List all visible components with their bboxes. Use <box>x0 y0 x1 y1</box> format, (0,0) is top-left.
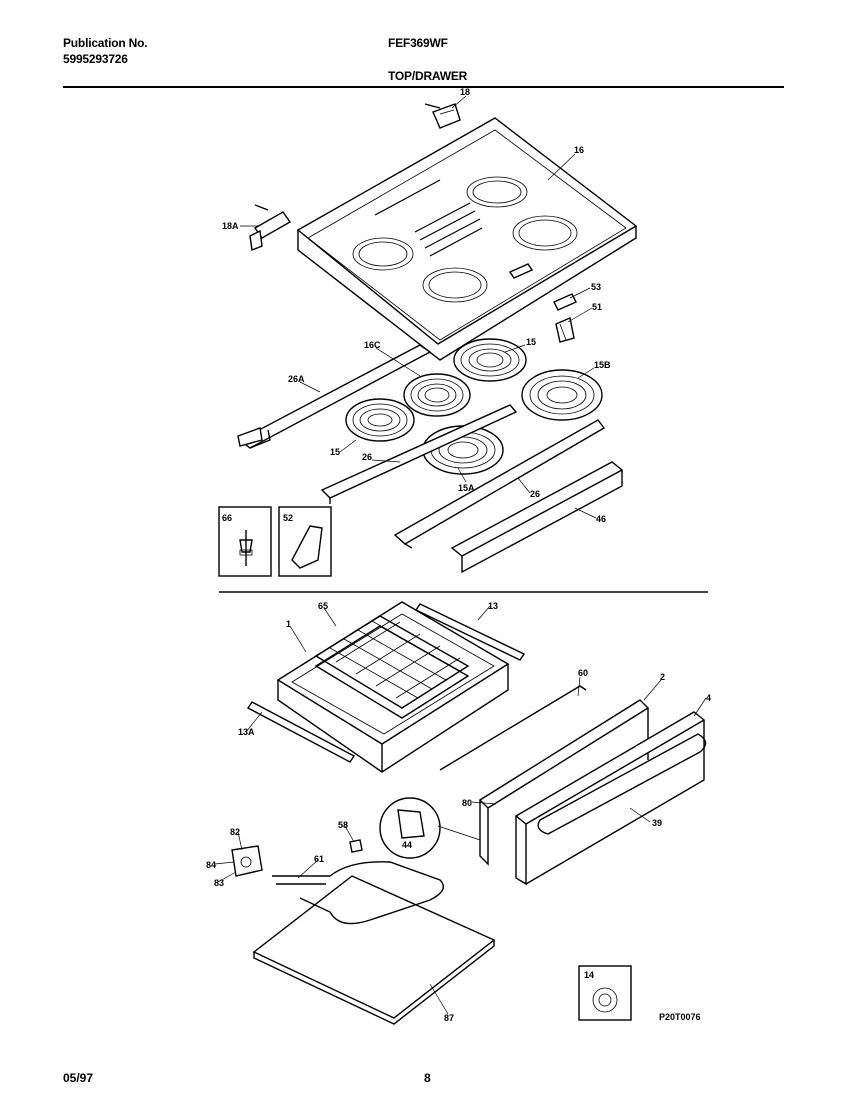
callout-26a: 26A <box>288 374 305 384</box>
footer-date: 05/97 <box>63 1071 94 1085</box>
clip-parts <box>553 293 577 343</box>
surface-element-15b <box>521 369 603 421</box>
callout-26-right: 26 <box>530 489 540 499</box>
broiler-pan <box>252 875 496 1025</box>
callout-14: 14 <box>584 970 594 980</box>
diagram-code: P20T0076 <box>659 1012 701 1022</box>
leader-lines <box>214 95 707 1015</box>
callout-84: 84 <box>206 860 216 870</box>
callout-87: 87 <box>444 1013 454 1023</box>
callout-4: 4 <box>706 693 711 703</box>
callout-26-left: 26 <box>362 452 372 462</box>
callout-58: 58 <box>338 820 348 830</box>
callout-labels: 18 16 18A 53 51 16C 15 15B 26A 15 26 15A… <box>206 87 711 1023</box>
surface-element-15-front <box>345 398 415 442</box>
drawer-handle <box>537 733 707 835</box>
drawer-body <box>276 601 510 773</box>
footer-page-number: 8 <box>424 1071 431 1085</box>
callout-65: 65 <box>318 601 328 611</box>
callout-15-top: 15 <box>526 337 536 347</box>
hinge-bracket-top <box>424 103 461 129</box>
support-rail-rear <box>393 419 606 549</box>
front-trim <box>450 461 624 574</box>
callout-61: 61 <box>314 854 324 864</box>
inset-circle-44 <box>379 797 481 859</box>
drawer-rail-left <box>246 701 356 763</box>
callout-52: 52 <box>283 513 293 523</box>
model-number: FEF369WF <box>388 36 448 50</box>
surface-element-16c <box>403 373 471 417</box>
inset-box-14 <box>578 965 632 1021</box>
surface-element-15-back <box>453 338 527 382</box>
callout-60: 60 <box>578 668 588 678</box>
callout-16: 16 <box>574 145 584 155</box>
callout-13: 13 <box>488 601 498 611</box>
callout-1: 1 <box>286 619 291 629</box>
publication-number: 5995293726 <box>63 52 128 66</box>
section-title: TOP/DRAWER <box>388 69 468 83</box>
inset-box-66 <box>218 506 272 577</box>
callout-2: 2 <box>660 672 665 682</box>
drawer-rail-right <box>414 603 526 661</box>
header-divider <box>63 86 784 88</box>
callout-44: 44 <box>402 840 412 850</box>
clip-58 <box>349 839 363 853</box>
callout-53: 53 <box>591 282 601 292</box>
callout-82: 82 <box>230 827 240 837</box>
callout-18-top: 18 <box>460 87 470 97</box>
hinge-bracket-left <box>249 204 292 251</box>
side-rail-left <box>237 344 432 449</box>
support-rail-front <box>320 404 518 504</box>
callout-80: 80 <box>462 798 472 808</box>
publication-label: Publication No. <box>63 36 148 50</box>
drawer-front-panel <box>439 685 650 866</box>
callout-51: 51 <box>592 302 602 312</box>
callout-15b: 15B <box>594 360 611 370</box>
callout-83: 83 <box>214 878 224 888</box>
inset-box-52 <box>278 506 332 577</box>
callout-15-left: 15 <box>330 447 340 457</box>
ceramic-cooktop <box>296 117 638 361</box>
callout-46: 46 <box>596 514 606 524</box>
callout-16c: 16C <box>364 340 381 350</box>
callout-66: 66 <box>222 513 232 523</box>
callout-18a: 18A <box>222 221 239 231</box>
broil-element <box>272 861 444 925</box>
outer-drawer-panel <box>514 711 706 886</box>
broiler-rack <box>314 615 470 719</box>
callout-13a: 13A <box>238 727 255 737</box>
callout-39: 39 <box>652 818 662 828</box>
callout-15a: 15A <box>458 483 475 493</box>
thermostat-bracket <box>231 845 263 877</box>
